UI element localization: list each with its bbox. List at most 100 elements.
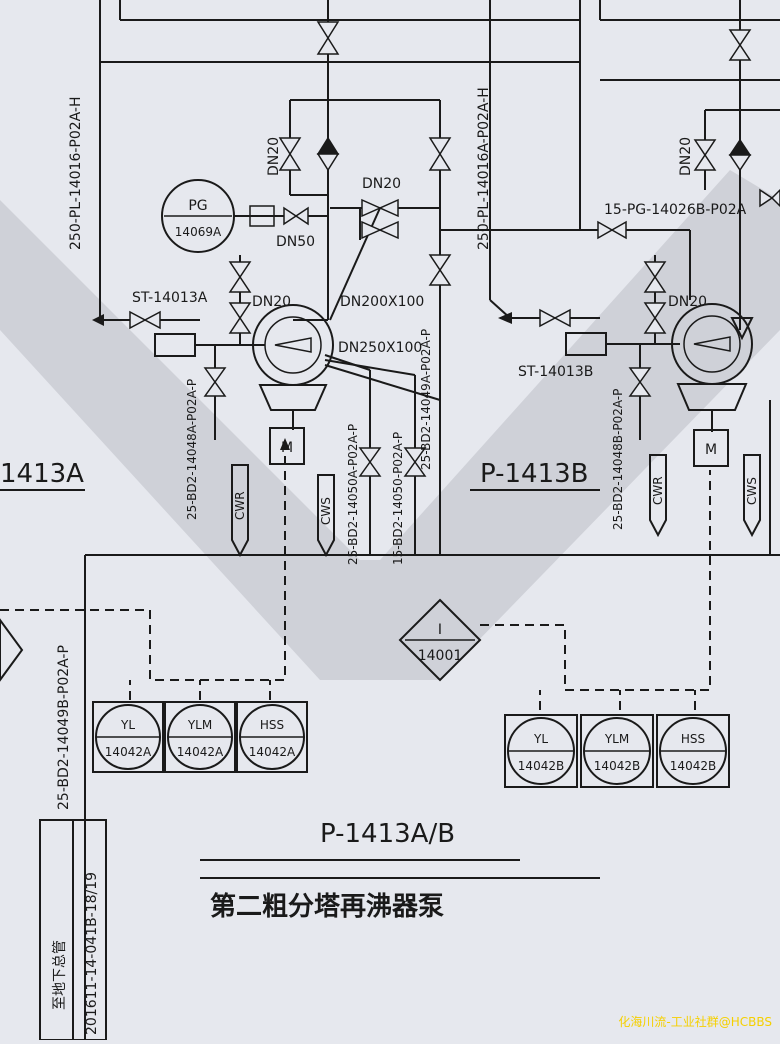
gate-valve-discharge-a2[interactable] bbox=[428, 254, 452, 286]
cwr-box-a bbox=[231, 464, 249, 558]
pg-line-label-b: 15-PG-14026B-P02A bbox=[604, 202, 747, 218]
line-label-discharge-a: 250-PL-14016A-P02A-H bbox=[476, 87, 492, 250]
instrument-ylm-b[interactable]: YLM 14042B bbox=[580, 714, 654, 788]
dn50-label-a: DN50 bbox=[276, 234, 315, 250]
reducer-label-1: DN200X100 bbox=[340, 294, 424, 310]
gate-valve-discharge-a[interactable] bbox=[428, 137, 452, 171]
drain-label-b1: 25-BD2-14048B-P02A-P bbox=[611, 389, 625, 530]
reducer-b bbox=[730, 317, 754, 341]
cwr-label-b: CWR bbox=[651, 476, 665, 505]
snubber-a bbox=[249, 205, 275, 227]
gate-valve-cross-a[interactable] bbox=[361, 198, 399, 240]
drain-valve-b1[interactable] bbox=[628, 367, 652, 397]
strainer-label-b: ST-14013B bbox=[518, 364, 593, 380]
cwr-box-b bbox=[649, 454, 667, 538]
gate-valve-top-b[interactable] bbox=[728, 29, 752, 61]
drain-label-a1: 25-BD2-14048A-P02A-P bbox=[185, 379, 199, 520]
check-valve-b[interactable] bbox=[728, 138, 752, 172]
pressure-gauge-a[interactable]: PG 14069A bbox=[161, 179, 235, 253]
vent-valve-b1[interactable] bbox=[643, 261, 667, 293]
motor-a[interactable] bbox=[269, 427, 305, 465]
drain-label-a4: 25-BD2-14049A-P02A-P bbox=[419, 329, 433, 470]
gate-valve-bypass-a[interactable] bbox=[278, 137, 302, 171]
signal-line-a bbox=[0, 440, 286, 681]
inst-tag: 14042A bbox=[249, 745, 296, 759]
cwr-label-a: CWR bbox=[233, 491, 247, 520]
interlock-type: I bbox=[438, 622, 442, 638]
drain-a-4 bbox=[324, 364, 441, 401]
gauge-tag-label: 14069A bbox=[175, 225, 222, 239]
drain-a-3 bbox=[324, 359, 416, 376]
drain-label-a2: 25-BD2-14050A-P02A-P bbox=[346, 424, 360, 565]
drain-a-2 bbox=[324, 354, 371, 371]
inst-type: YLM bbox=[604, 732, 629, 746]
cws-box-b bbox=[743, 454, 761, 538]
strainer-valve-b[interactable] bbox=[539, 308, 571, 328]
drain-valve-a1[interactable] bbox=[203, 367, 227, 397]
drain-label-a5: 25-BD2-14049B-P02A-P bbox=[56, 645, 72, 810]
drawing-title-code: P-1413A/B bbox=[320, 819, 455, 849]
gate-valve-top-a[interactable] bbox=[316, 21, 340, 55]
motor-b[interactable] bbox=[693, 429, 729, 467]
strainer-a[interactable] bbox=[154, 333, 196, 357]
interlock-diamond-left bbox=[0, 618, 24, 682]
inst-type: YLM bbox=[187, 718, 212, 732]
pump-tag-a: 1413A bbox=[0, 459, 84, 489]
vent-valve-b2[interactable] bbox=[643, 302, 667, 334]
interlock-tag: 14001 bbox=[418, 648, 463, 664]
dn20-label-a3: DN20 bbox=[252, 294, 291, 310]
gauge-type-label: PG bbox=[188, 198, 207, 214]
instrument-yl-b[interactable]: YL 14042B bbox=[504, 714, 578, 788]
interlock-diamond[interactable]: I 14001 bbox=[398, 598, 482, 682]
reducer-label-2: DN250X100 bbox=[338, 340, 422, 356]
vent-valve-a1[interactable] bbox=[228, 261, 252, 293]
watermark-text: 化海川流-工业社群@HCBBS bbox=[618, 1015, 772, 1029]
gate-valve-right-b[interactable] bbox=[759, 188, 780, 208]
inst-tag: 14042A bbox=[105, 745, 152, 759]
pump-tag-b: P-1413B bbox=[480, 459, 589, 489]
dn20-label-a: DN20 bbox=[266, 137, 282, 176]
drain-valve-a3[interactable] bbox=[403, 447, 427, 477]
flow-arrow-a bbox=[92, 314, 104, 326]
drain-valve-a2[interactable] bbox=[358, 447, 382, 477]
cws-label-b: CWS bbox=[745, 477, 759, 505]
check-valve-a[interactable] bbox=[316, 136, 340, 172]
inst-tag: 14042B bbox=[670, 759, 716, 773]
motor-label-b: M bbox=[705, 442, 717, 458]
dn20-label-b: DN20 bbox=[678, 137, 694, 176]
inst-type: YL bbox=[533, 732, 548, 746]
cws-label-a: CWS bbox=[319, 497, 333, 525]
gauge-valve-a[interactable] bbox=[283, 206, 309, 226]
pg-valve-b[interactable] bbox=[597, 220, 627, 240]
inst-tag: 14042A bbox=[177, 745, 224, 759]
pump-a-body[interactable] bbox=[252, 304, 334, 411]
background-band bbox=[0, 170, 780, 680]
gate-valve-bypass-b[interactable] bbox=[693, 139, 717, 171]
signal-line-b bbox=[480, 470, 711, 691]
dn20-label-b2: DN20 bbox=[668, 294, 707, 310]
drain-label-a3: 15-BD2-14050-P02A-P bbox=[391, 432, 405, 565]
inst-type: HSS bbox=[681, 732, 705, 746]
line-label-suction-a: 250-PL-14016-P02A-H bbox=[68, 96, 84, 250]
side-label-doc: 201611-14-041B-18/19 bbox=[84, 872, 100, 1035]
instrument-hss-a[interactable]: HSS 14042A bbox=[236, 701, 308, 773]
inst-type: HSS bbox=[260, 718, 284, 732]
inst-tag: 14042B bbox=[594, 759, 640, 773]
strainer-valve-a[interactable] bbox=[129, 310, 161, 330]
dn20-label-a2: DN20 bbox=[362, 176, 401, 192]
drawing-title-cn: 第二粗分塔再沸器泵 bbox=[210, 891, 444, 922]
instrument-hss-b[interactable]: HSS 14042B bbox=[656, 714, 730, 788]
cws-box-a bbox=[317, 474, 335, 558]
side-label-cn: 至地下总管 bbox=[52, 940, 68, 1010]
strainer-label-a: ST-14013A bbox=[132, 290, 208, 306]
signal-arrow-a bbox=[280, 438, 290, 450]
instrument-yl-a[interactable]: YL 14042A bbox=[92, 701, 164, 773]
flow-arrow-b bbox=[498, 312, 512, 324]
vent-valve-a2[interactable] bbox=[228, 302, 252, 334]
instrument-ylm-a[interactable]: YLM 14042A bbox=[164, 701, 236, 773]
inst-tag: 14042B bbox=[518, 759, 564, 773]
pump-b-body[interactable] bbox=[671, 303, 753, 411]
inst-type: YL bbox=[120, 718, 135, 732]
